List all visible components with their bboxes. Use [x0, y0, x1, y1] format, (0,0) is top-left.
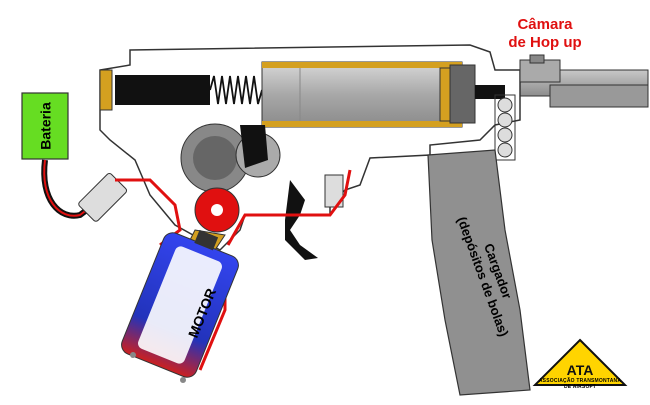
association-logo: ATA — [532, 338, 628, 386]
battery-label: Bateria — [22, 95, 70, 157]
barrel — [519, 69, 649, 108]
trigger — [285, 174, 344, 260]
bevel-gear — [189, 187, 240, 251]
hop-up-chamber — [494, 54, 561, 161]
svg-text:ATA: ATA — [567, 362, 594, 378]
wiring — [41, 159, 352, 371]
logo-caption: ASSOCIAÇÃO TRANSMONTANA DE AIRSOFT — [538, 378, 622, 390]
hop-up-label: Câmara de Hop up — [490, 16, 600, 52]
hop-up-line2: de Hop up — [508, 34, 582, 51]
motor — [121, 229, 239, 383]
hop-up-line1: Câmara — [517, 16, 573, 33]
cylinder — [99, 61, 505, 128]
gears — [180, 123, 281, 193]
magazine — [427, 149, 531, 396]
battery-text: Bateria — [38, 102, 54, 150]
battery — [21, 92, 69, 160]
